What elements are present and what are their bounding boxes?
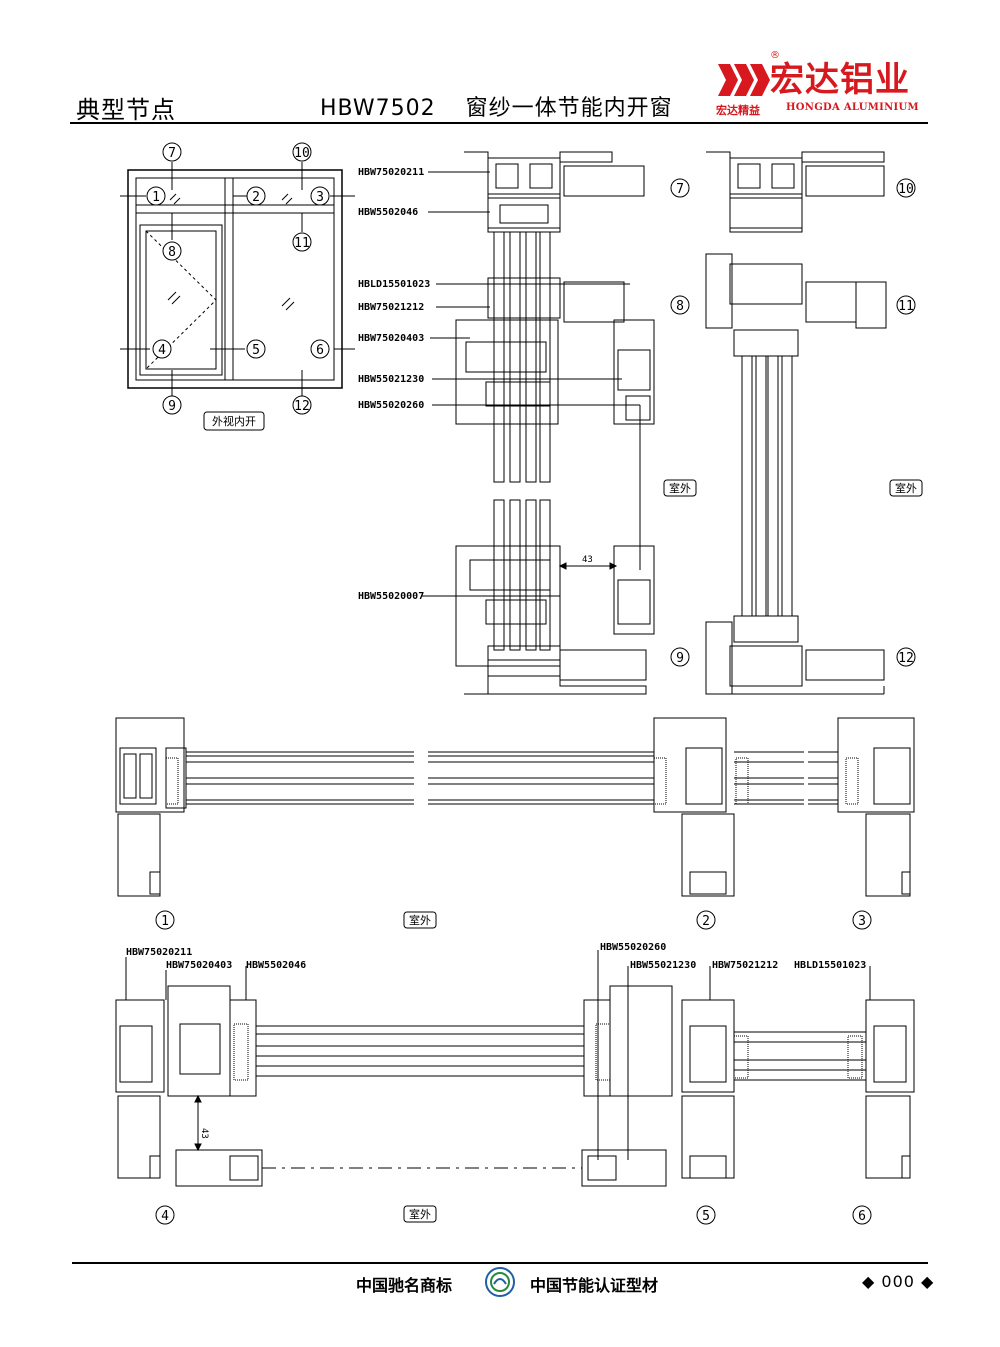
node-label: 6	[316, 343, 324, 358]
node-marker: 7	[162, 142, 182, 162]
registered-mark: ®	[770, 50, 780, 61]
node-label: 7	[676, 182, 684, 197]
node-label: 12	[898, 651, 914, 666]
node-marker: 11	[292, 232, 312, 252]
vertical-section-b	[705, 151, 887, 695]
node-marker: 6	[852, 1205, 872, 1225]
product-name: 窗纱一体节能内开窗	[465, 96, 673, 121]
node-marker: 10	[292, 142, 312, 162]
callout-leaders	[125, 171, 871, 1160]
part-label: HBW55020260	[358, 400, 424, 411]
part-label: HBLD15501023	[358, 279, 430, 290]
node-marker: 9	[670, 647, 690, 667]
brand-name-cn: 宏达铝业	[770, 60, 910, 100]
boxed-labels: 外视内开 室外 室外 室外 室外	[203, 411, 923, 1223]
node-label: 8	[168, 245, 176, 260]
node-marker: 6	[310, 339, 330, 359]
node-label: 3	[316, 190, 324, 205]
node-label: 10	[294, 146, 310, 161]
dimension-label: 43	[582, 555, 593, 565]
node-label: 9	[168, 399, 176, 414]
node-label: 8	[676, 299, 684, 314]
part-label: HBW75021212	[712, 960, 778, 971]
node-marker: 3	[310, 186, 330, 206]
node-marker: 5	[246, 339, 266, 359]
part-label: HBW55021230	[358, 374, 424, 385]
part-label: HBW75021212	[358, 302, 424, 313]
part-label: HBW55021230	[630, 960, 696, 971]
part-label: HBW55020007	[358, 591, 424, 602]
brand-logo: ® 宏达铝业 宏达精益 HONGDA ALUMINIUM	[716, 50, 928, 120]
node-markers: 7 10 1 2 3 8 11 4 5 6 9 12 7 10 8 11 9 1…	[146, 142, 916, 1225]
node-marker: 4	[155, 1205, 175, 1225]
node-marker: 8	[670, 295, 690, 315]
node-marker: 7	[670, 178, 690, 198]
node-marker: 1	[146, 186, 166, 206]
node-label: 6	[858, 1209, 866, 1224]
part-label: HBW75020403	[166, 960, 232, 971]
node-label: 7	[168, 146, 176, 161]
model-number: HBW7502	[320, 96, 436, 121]
node-marker: 1	[155, 910, 175, 930]
node-label: 4	[161, 1209, 169, 1224]
trademark-label: 中国驰名商标	[356, 1276, 453, 1295]
node-marker: 10	[896, 178, 916, 198]
node-label: 1	[152, 190, 160, 205]
node-label: 2	[252, 190, 260, 205]
outside-label: 室外	[409, 1207, 431, 1221]
node-label: 9	[676, 651, 684, 666]
part-label: HBW5502046	[246, 960, 306, 971]
part-label: HBW55020260	[600, 942, 666, 953]
header-rule	[70, 122, 928, 124]
part-label: HBW5502046	[358, 207, 418, 218]
outside-label: 室外	[669, 481, 691, 495]
view-label: 外视内开	[212, 414, 256, 428]
logo-mark-icon	[718, 64, 770, 96]
part-label: HBW75020403	[358, 333, 424, 344]
page-number: ◆ 000 ◆	[862, 1272, 935, 1291]
node-marker: 12	[292, 395, 312, 415]
node-marker: 5	[696, 1205, 716, 1225]
part-label: HBW75020211	[358, 167, 424, 178]
dimension-label: 43	[199, 1128, 209, 1139]
certification-badge-icon	[485, 1267, 515, 1297]
node-marker: 4	[152, 339, 172, 359]
node-label: 5	[702, 1209, 710, 1224]
outside-label: 室外	[895, 481, 917, 495]
page-number-value: 000	[881, 1272, 915, 1291]
node-marker: 2	[246, 186, 266, 206]
horizontal-section-bottom	[115, 985, 915, 1187]
node-label: 3	[858, 914, 866, 929]
node-label: 11	[294, 236, 310, 251]
part-label: HBW75020211	[126, 947, 192, 958]
node-label: 11	[898, 299, 914, 314]
node-marker: 11	[896, 295, 916, 315]
node-marker: 8	[162, 241, 182, 261]
node-marker: 2	[696, 910, 716, 930]
certification-label: 中国节能认证型材	[530, 1276, 659, 1295]
horizontal-section-top	[115, 717, 915, 897]
node-label: 4	[158, 343, 166, 358]
part-labels: HBW75020211 HBW5502046 HBLD15501023 HBW7…	[126, 167, 866, 1139]
brand-name-en: HONGDA ALUMINIUM	[786, 102, 919, 113]
node-label: 12	[294, 399, 310, 414]
node-marker: 12	[896, 647, 916, 667]
node-label: 1	[161, 914, 169, 929]
brand-tagline: 宏达精益	[716, 104, 760, 117]
node-label: 10	[898, 182, 914, 197]
node-marker: 3	[852, 910, 872, 930]
page-heading: HBW7502 窗纱一体节能内开窗	[320, 90, 673, 122]
node-marker: 9	[162, 395, 182, 415]
vertical-section-a	[455, 151, 655, 695]
window-elevation	[120, 162, 355, 396]
technical-drawing: 7 10 1 2 3 8 11 4 5 6 9 12 7 10 8 11 9 1…	[115, 142, 923, 1225]
node-label: 2	[702, 914, 710, 929]
footer-rule	[72, 1262, 928, 1264]
outside-label: 室外	[409, 913, 431, 927]
part-label: HBLD15501023	[794, 960, 866, 971]
section-title: 典型节点	[76, 96, 176, 124]
node-label: 5	[252, 343, 260, 358]
